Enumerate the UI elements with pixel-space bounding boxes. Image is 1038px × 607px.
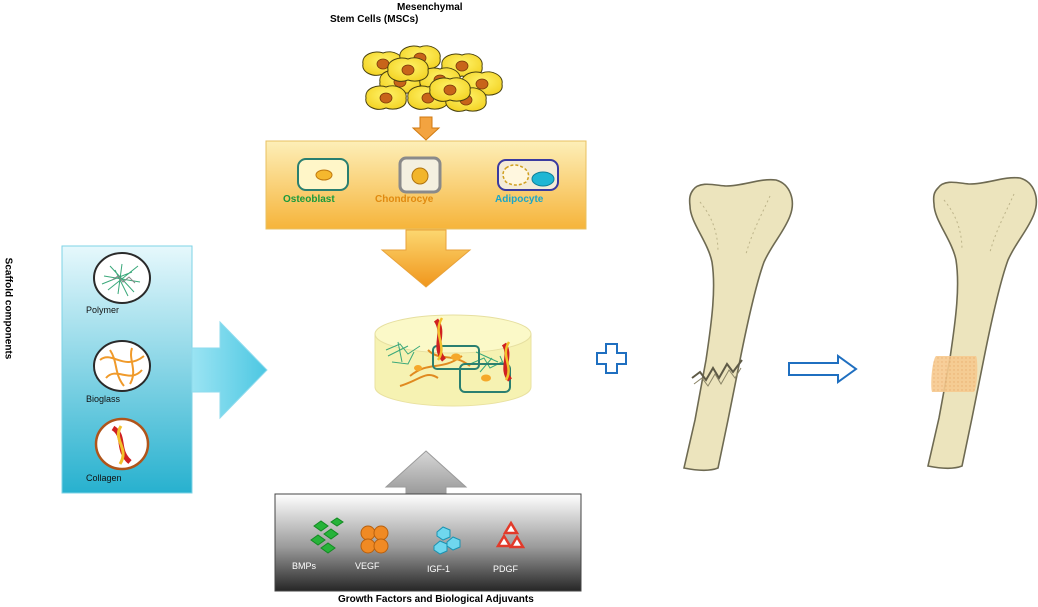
- polymer-fiber-icon: [93, 252, 151, 304]
- msc-cell-nucleus: [443, 84, 457, 96]
- scaffold-box: [61, 245, 193, 494]
- msc-cluster: [362, 45, 503, 112]
- msc-down-arrow: [411, 116, 441, 141]
- msc-title-line1: Mesenchymal: [397, 2, 463, 13]
- msc-cell-nucleus: [401, 64, 415, 76]
- bmp-icon: [310, 517, 344, 554]
- chondrocyte-icon: [398, 156, 442, 194]
- diff-down-arrow: [380, 229, 472, 288]
- tissue-construct: [374, 314, 532, 407]
- bioglass-fiber-icon: [93, 340, 151, 392]
- healed-bone: [927, 176, 1038, 470]
- result-arrow: [788, 354, 858, 384]
- fractured-bone: [683, 178, 794, 472]
- collagen-fiber-icon: [94, 417, 150, 471]
- msc-title-line2: Stem Cells (MSCs): [330, 14, 419, 25]
- osteoblast-icon: [297, 158, 349, 191]
- plus-icon: [596, 343, 627, 374]
- chondrocyte-label: Chondrocye: [375, 194, 434, 205]
- msc-cell-nucleus: [475, 78, 489, 90]
- growth-factors-box: [274, 493, 582, 592]
- growth-up-arrow: [384, 450, 468, 495]
- msc-cell-nucleus: [379, 92, 393, 104]
- polymer-label: Polymer: [86, 305, 120, 315]
- healing-zone: [931, 356, 978, 392]
- osteoblast-label: Osteoblast: [283, 194, 335, 205]
- differentiation-box: [265, 140, 587, 230]
- bmps-label: BMPs: [292, 561, 317, 571]
- scaffold-components-title: Scaffold components: [2, 257, 14, 360]
- msc-cell-nucleus: [455, 60, 469, 72]
- msc-cell-nucleus: [376, 58, 390, 70]
- vegf-icon: [360, 525, 389, 554]
- igf-icon: [433, 526, 461, 555]
- collagen-label: Collagen: [86, 473, 122, 483]
- adipocyte-icon: [497, 159, 559, 191]
- pdgf-label: PDGF: [493, 564, 519, 574]
- pdgf-icon: [495, 520, 526, 549]
- growth-factors-title: Growth Factors and Biological Adjuvants: [338, 594, 534, 605]
- fracture-line: [691, 359, 743, 382]
- vegf-label: VEGF: [355, 561, 380, 571]
- bioglass-label: Bioglass: [86, 394, 121, 404]
- scaffold-right-arrow: [191, 320, 268, 420]
- adipocyte-label: Adipocyte: [495, 194, 544, 205]
- igf1-label: IGF-1: [427, 564, 451, 574]
